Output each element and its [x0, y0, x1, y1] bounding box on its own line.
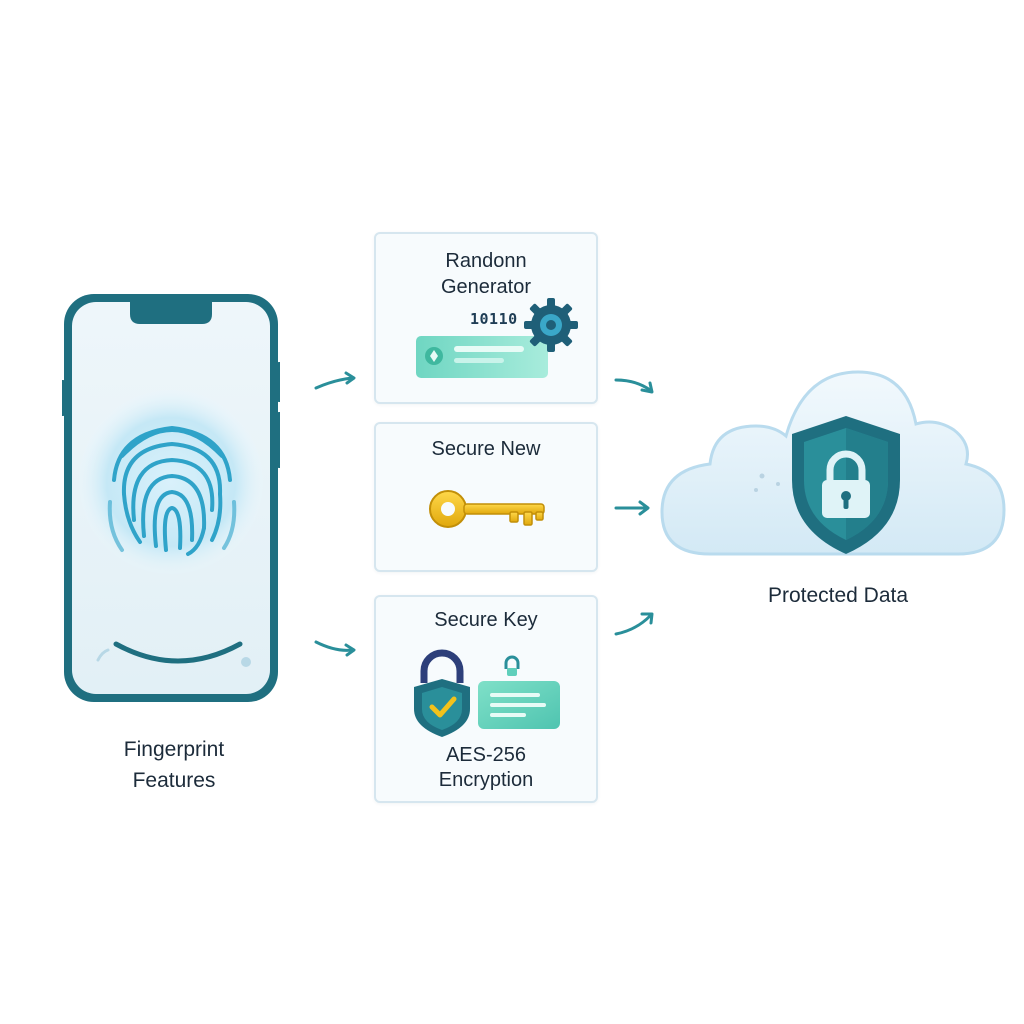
step-card-secure-key: Secure Key AES-256 Encryption — [374, 595, 598, 803]
arrow-icon — [614, 612, 654, 636]
card-subtitle-line1: AES-256 — [445, 744, 527, 766]
card-title: Randonn Generator — [376, 248, 596, 300]
source-label-line1: Fingerprint — [123, 738, 225, 761]
data-card-icon — [478, 655, 560, 729]
card-subtitle-line2: Encryption — [438, 769, 534, 791]
smile-icon — [92, 630, 262, 676]
arrow-icon — [314, 640, 356, 657]
destination-label: Protected Data — [767, 584, 909, 607]
shield-lock-icon — [788, 412, 904, 558]
source-label: Fingerprint Features — [62, 734, 286, 796]
phone-icon — [62, 292, 280, 704]
fingerprint-icon — [100, 410, 244, 560]
card-title: Secure New — [431, 438, 541, 460]
arrow-icon — [614, 378, 654, 394]
arrow-icon — [314, 371, 356, 390]
step-card-secure-new: Secure New — [374, 422, 598, 572]
card-subtitle: AES-256 Encryption — [376, 743, 596, 793]
step-card-random-generator: Randonn Generator 10110 — [374, 232, 598, 404]
card-title: Secure Key — [434, 609, 538, 631]
progress-card-icon — [416, 336, 548, 378]
card-title-line2: Generator — [440, 276, 532, 298]
gear-icon — [524, 298, 578, 352]
arrow-icon — [614, 500, 650, 516]
source-label-line2: Features — [132, 769, 216, 792]
padlock-shield-icon — [414, 649, 470, 737]
key-icon — [429, 490, 545, 528]
card-title-line1: Randonn — [445, 250, 527, 272]
binary-text: 10110 — [470, 310, 518, 328]
